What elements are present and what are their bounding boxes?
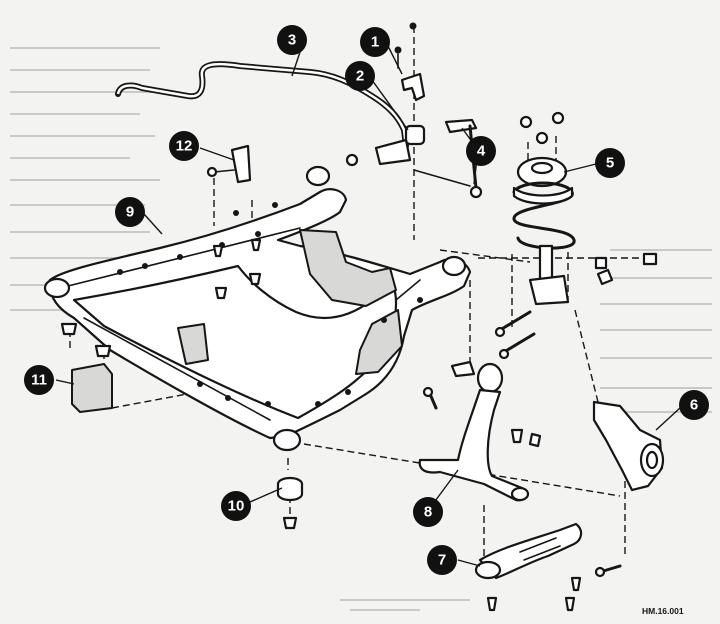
svg-text:6: 6 xyxy=(690,397,698,414)
svg-text:12: 12 xyxy=(176,138,193,155)
steering-knuckle xyxy=(592,400,665,492)
fasteners xyxy=(212,238,438,410)
background-text-bleed xyxy=(10,47,712,611)
callout-11: 11 xyxy=(24,365,54,395)
stabilizer-bar-bracket xyxy=(394,22,426,102)
callout-7: 7 xyxy=(427,545,457,575)
svg-text:3: 3 xyxy=(288,32,296,49)
callout-5: 5 xyxy=(595,148,625,178)
subframe xyxy=(43,165,472,452)
front-lower-arm xyxy=(418,360,542,502)
rear-lower-arm xyxy=(474,522,622,612)
svg-text:7: 7 xyxy=(438,552,446,569)
callout-2: 2 xyxy=(345,61,375,91)
stabilizer-bar xyxy=(115,61,409,149)
bar-bracket-left xyxy=(206,144,252,184)
svg-text:10: 10 xyxy=(228,498,245,515)
svg-text:11: 11 xyxy=(31,372,47,389)
callout-10: 10 xyxy=(221,491,251,521)
svg-text:8: 8 xyxy=(424,504,432,521)
svg-text:1: 1 xyxy=(371,34,379,51)
svg-text:4: 4 xyxy=(477,143,486,160)
svg-text:9: 9 xyxy=(126,204,134,221)
callout-12: 12 xyxy=(169,131,199,161)
figure-code: HM.16.001 xyxy=(642,606,684,616)
stabilizer-bar-bushing xyxy=(345,124,426,167)
callout-1: 1 xyxy=(360,27,390,57)
callout-3: 3 xyxy=(277,25,307,55)
callout-6: 6 xyxy=(679,390,709,420)
strut-assembly xyxy=(494,111,658,360)
svg-text:5: 5 xyxy=(606,155,614,172)
subframe-mount xyxy=(276,476,304,530)
callout-9: 9 xyxy=(115,197,145,227)
subframe-bracket xyxy=(60,322,113,413)
callout-4: 4 xyxy=(466,136,496,166)
callout-8: 8 xyxy=(413,497,443,527)
svg-text:2: 2 xyxy=(356,68,364,85)
